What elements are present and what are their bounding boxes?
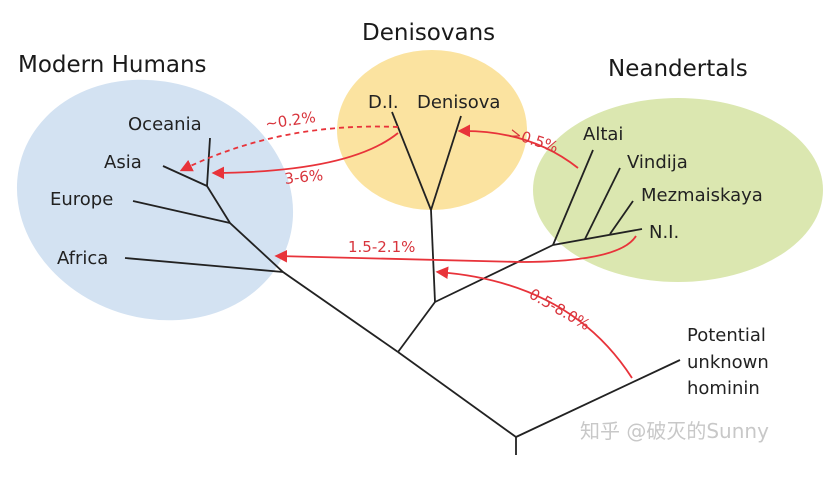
group-label-denisovans: Denisovans bbox=[362, 20, 495, 46]
denisovan-stem bbox=[430, 209, 436, 303]
leaf-mezmaiskaya: Mezmaiskaya bbox=[641, 185, 763, 206]
leaf-vindija: Vindija bbox=[627, 152, 688, 173]
watermark: 知乎 @破灭的Sunny bbox=[580, 419, 769, 443]
human-stem bbox=[206, 185, 399, 353]
tree-branches bbox=[124, 111, 681, 455]
leaf-unknown-line1: Potential bbox=[687, 325, 766, 346]
leaf-oceania: Oceania bbox=[128, 114, 202, 135]
altai-branch bbox=[552, 149, 594, 246]
leaf-unknown-line3: hominin bbox=[687, 378, 760, 399]
arrow-di-oceania bbox=[179, 125, 399, 172]
arrow-altai-denisova bbox=[457, 124, 579, 169]
asia-branch bbox=[162, 165, 208, 187]
leaf-africa: Africa bbox=[57, 248, 108, 269]
group-label-neandertals: Neandertals bbox=[608, 56, 748, 82]
main-branch bbox=[397, 351, 517, 438]
leaf-denisova: Denisova bbox=[417, 92, 500, 113]
arrow-denisova-asia bbox=[211, 132, 399, 180]
leaf-altai: Altai bbox=[583, 124, 623, 145]
arrow-ni-humans bbox=[274, 235, 637, 263]
flow-label-ni-humans: 1.5-2.1% bbox=[348, 238, 415, 256]
oceania-branch bbox=[206, 137, 211, 187]
africa-branch bbox=[124, 257, 284, 273]
di-branch bbox=[391, 111, 432, 211]
leaf-ni: N.I. bbox=[649, 222, 679, 243]
group-label-modern-humans: Modern Humans bbox=[18, 52, 207, 78]
ni-branch bbox=[552, 228, 643, 246]
leaf-unknown-line2: unknown bbox=[687, 352, 769, 373]
arrow-unknown-denisovan bbox=[435, 266, 633, 379]
mezmaiskaya-branch bbox=[609, 200, 634, 235]
leaf-di: D.I. bbox=[368, 92, 399, 113]
flow-label-unknown-denisovan: 0.5-8.0% bbox=[526, 285, 593, 334]
gene-flow-arrows bbox=[179, 124, 637, 379]
leaf-europe: Europe bbox=[50, 189, 113, 210]
denisovans-region bbox=[337, 50, 527, 210]
vindija-branch bbox=[584, 167, 621, 240]
flow-label-denisova-asia: 3-6% bbox=[284, 166, 324, 188]
europe-branch bbox=[132, 200, 231, 224]
archaic-stem bbox=[397, 301, 436, 353]
modern-humans-region bbox=[16, 79, 294, 321]
denisova-branch bbox=[430, 115, 462, 211]
neandertal-stem bbox=[434, 244, 554, 303]
flow-label-di-oceania: ~0.2% bbox=[264, 108, 317, 133]
leaf-asia: Asia bbox=[104, 152, 142, 173]
unknown-branch bbox=[515, 359, 681, 438]
